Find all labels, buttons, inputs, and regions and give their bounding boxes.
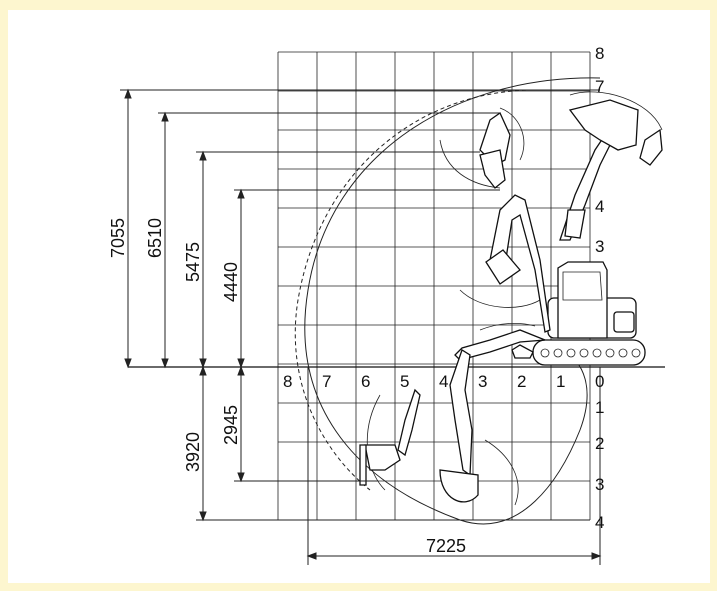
- track-roller: [553, 348, 563, 358]
- track-roller: [592, 348, 602, 358]
- x-label: 4: [439, 372, 448, 391]
- x-axis-labels: 8 7 6 5 4 3 2 1 0: [283, 372, 604, 391]
- y-axis-labels: 8 7 4 3 1 2 3 4: [595, 44, 604, 532]
- track-roller: [540, 348, 550, 358]
- y-label-lower: 2: [595, 434, 604, 453]
- track-roller: [566, 348, 576, 358]
- x-label: 3: [478, 372, 487, 391]
- x-label: 0: [595, 372, 604, 391]
- dozer-blade: [511, 344, 534, 359]
- dim-4440: 4440: [221, 262, 241, 302]
- y-label-upper: 8: [595, 44, 604, 63]
- dimension-lines: [120, 88, 602, 565]
- dim-7225: 7225: [426, 536, 466, 556]
- boom-poses: [359, 99, 663, 503]
- x-label: 8: [283, 372, 292, 391]
- x-label: 7: [322, 372, 331, 391]
- y-label-upper: 7: [595, 77, 604, 96]
- dim-7055: 7055: [108, 218, 128, 258]
- x-label: 1: [556, 372, 565, 391]
- dim-5475: 5475: [183, 242, 203, 282]
- x-label: 5: [400, 372, 409, 391]
- dim-3920: 3920: [183, 432, 203, 472]
- track-roller: [631, 348, 641, 358]
- excavator-machine: [511, 261, 646, 366]
- x-label: 6: [361, 372, 370, 391]
- y-label-lower: 4: [595, 513, 604, 532]
- track: [532, 339, 646, 366]
- dim-2945: 2945: [221, 405, 241, 445]
- y-label-upper: 3: [595, 237, 604, 256]
- y-label-upper: 4: [595, 197, 604, 216]
- x-label: 2: [517, 372, 526, 391]
- track-roller: [605, 348, 615, 358]
- y-label-lower: 3: [595, 475, 604, 494]
- track-roller: [618, 348, 628, 358]
- dim-6510: 6510: [145, 218, 165, 258]
- track-roller: [579, 348, 589, 358]
- y-label-lower: 1: [595, 398, 604, 417]
